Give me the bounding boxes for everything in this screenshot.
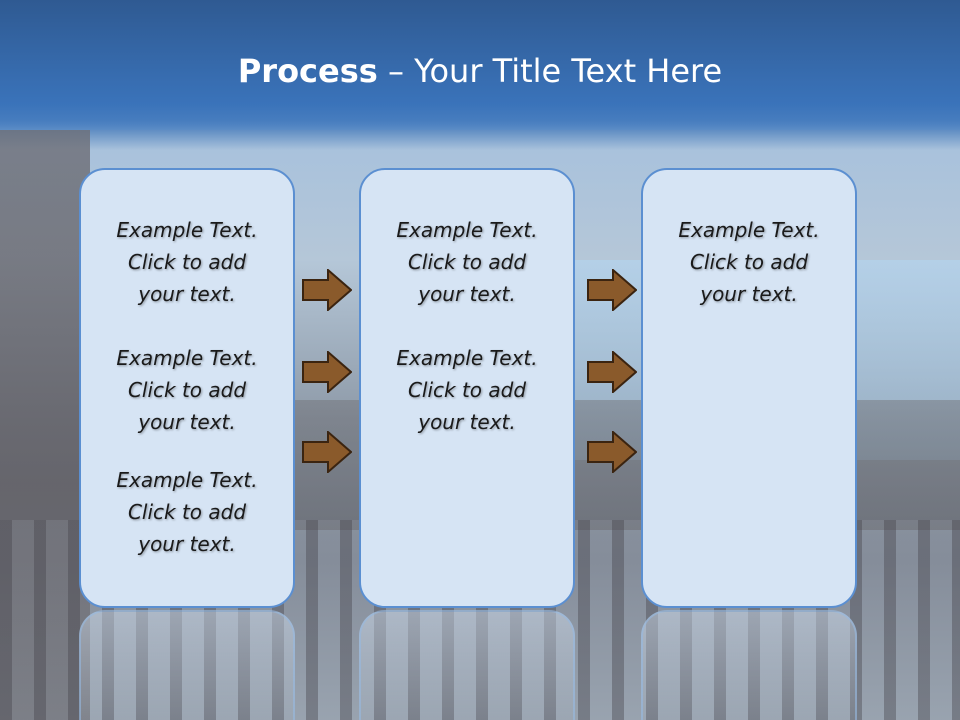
text-line: your text. <box>700 282 798 306</box>
text-line: your text. <box>418 282 516 306</box>
text-line: Example Text. <box>116 346 258 370</box>
box-1-text-3[interactable]: Example Text. Click to add your text. <box>81 464 293 560</box>
right-arrow-icon[interactable] <box>587 269 637 311</box>
right-arrow-icon[interactable] <box>302 431 352 473</box>
process-box-2[interactable]: Example Text. Click to add your text. Ex… <box>359 168 575 608</box>
text-line: Click to add <box>407 250 527 274</box>
text-line: Example Text. <box>678 218 820 242</box>
box-1-text-2[interactable]: Example Text. Click to add your text. <box>81 342 293 438</box>
process-box-1[interactable]: Example Text. Click to add your text. Ex… <box>79 168 295 608</box>
text-line: Click to add <box>127 500 247 524</box>
text-line: Example Text. <box>396 346 538 370</box>
right-arrow-icon[interactable] <box>302 269 352 311</box>
title-strong: Process <box>237 52 378 90</box>
text-line: your text. <box>138 532 236 556</box>
title-rest: – Your Title Text Here <box>377 52 723 90</box>
text-line: Click to add <box>127 250 247 274</box>
box-1-reflection <box>79 610 295 720</box>
text-line: Click to add <box>689 250 809 274</box>
box-3-text-1[interactable]: Example Text. Click to add your text. <box>643 214 855 310</box>
text-line: Example Text. <box>116 218 258 242</box>
slide-title[interactable]: Process – Your Title Text Here <box>0 52 960 90</box>
box-3-reflection <box>641 610 857 720</box>
text-line: Click to add <box>407 378 527 402</box>
right-arrow-icon[interactable] <box>587 351 637 393</box>
title-bar <box>0 0 960 130</box>
box-2-text-1[interactable]: Example Text. Click to add your text. <box>361 214 573 310</box>
process-box-3[interactable]: Example Text. Click to add your text. <box>641 168 857 608</box>
box-2-text-2[interactable]: Example Text. Click to add your text. <box>361 342 573 438</box>
right-arrow-icon[interactable] <box>302 351 352 393</box>
text-line: Click to add <box>127 378 247 402</box>
text-line: Example Text. <box>116 468 258 492</box>
text-line: Example Text. <box>396 218 538 242</box>
right-arrow-icon[interactable] <box>587 431 637 473</box>
text-line: your text. <box>418 410 516 434</box>
text-line: your text. <box>138 282 236 306</box>
box-2-reflection <box>359 610 575 720</box>
box-1-text-1[interactable]: Example Text. Click to add your text. <box>81 214 293 310</box>
text-line: your text. <box>138 410 236 434</box>
